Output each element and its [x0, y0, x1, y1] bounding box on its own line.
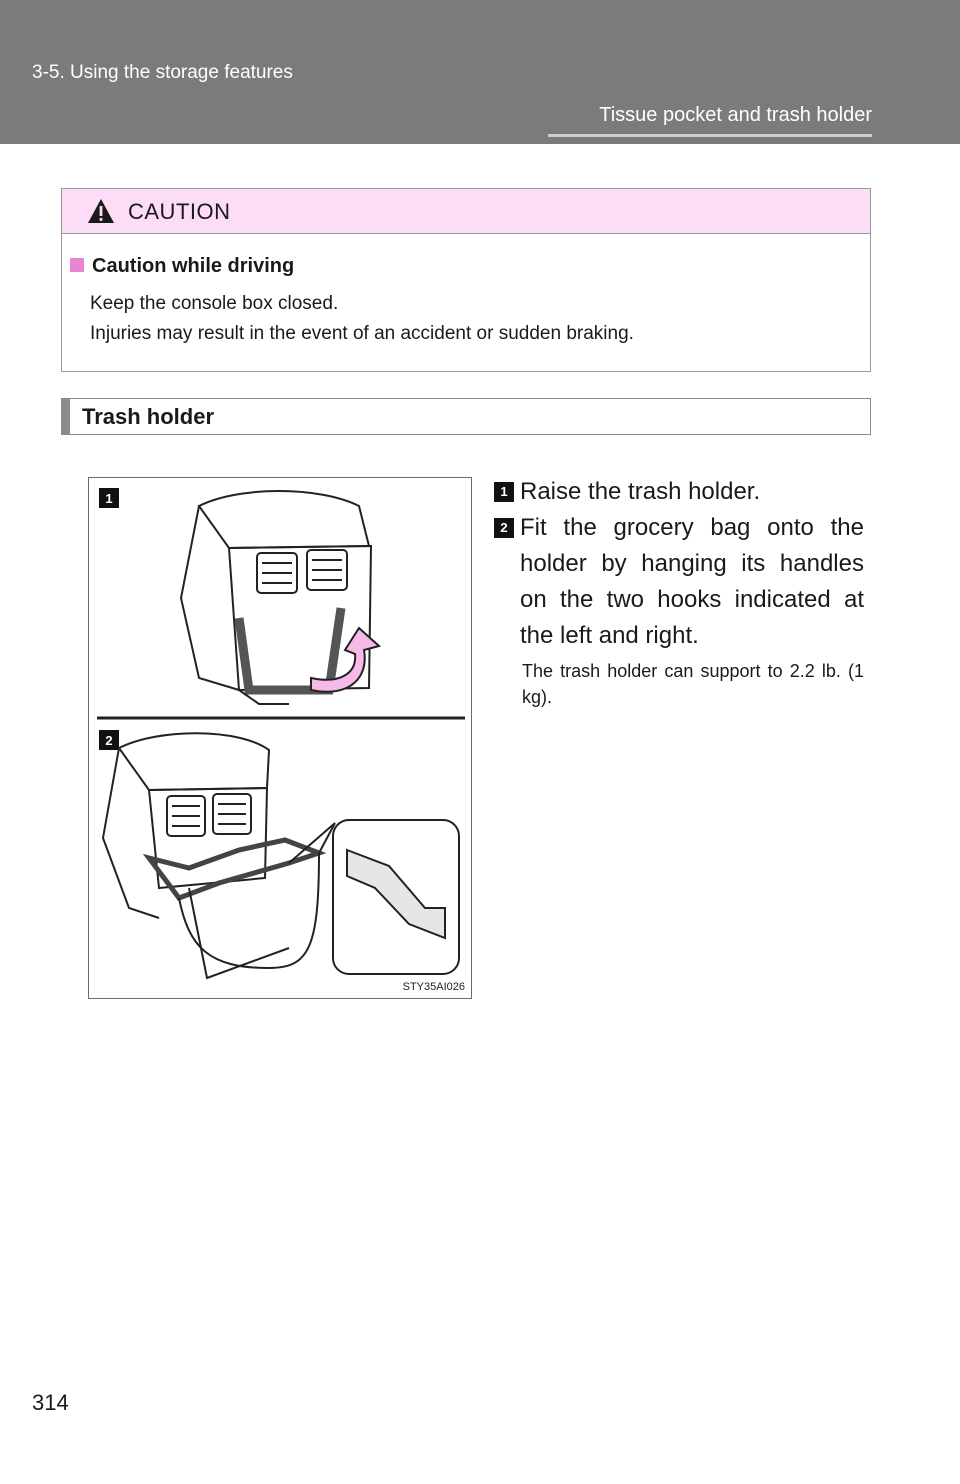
- header-title: Tissue pocket and trash holder: [599, 104, 872, 126]
- caution-subheading: Caution while driving: [70, 255, 294, 278]
- caution-box: CAUTION Caution while driving Keep the c…: [61, 188, 871, 372]
- section-label: 3-5. Using the storage features: [32, 62, 293, 83]
- heading-bar: [62, 399, 70, 434]
- step-1: 1 Raise the trash holder.: [494, 474, 864, 510]
- caution-line-2: Injuries may result in the event of an a…: [90, 323, 634, 344]
- trash-holder-illustration: 1 2 STY35AI: [88, 477, 472, 999]
- marker-1-box: [99, 488, 119, 508]
- capacity-note: The trash holder can support to 2.2 lb. …: [522, 661, 864, 707]
- step-1-number: 1: [494, 482, 514, 502]
- console-bottom-drawing: [101, 732, 460, 980]
- marker-1: 1: [105, 491, 112, 506]
- illustration-drawing: 1 2 STY35AI: [97, 488, 465, 993]
- figure-code: STY35AI026: [403, 981, 465, 993]
- section-heading-text: Trash holder: [82, 404, 215, 429]
- step-1-text: Raise the trash holder.: [520, 478, 761, 505]
- header-underline: [548, 134, 872, 137]
- console-top-drawing: [179, 490, 373, 705]
- section-heading: Trash holder: [61, 398, 871, 435]
- header-band: [0, 0, 960, 144]
- step-2-number: 2: [494, 518, 514, 538]
- marker-2: 2: [105, 733, 112, 748]
- warning-triangle-icon: [86, 197, 116, 230]
- step-2-text: Fit the grocery bag onto the holder by h…: [520, 514, 864, 649]
- caution-header: CAUTION: [62, 189, 870, 234]
- caution-line-1: Keep the console box closed.: [90, 293, 339, 314]
- step-2: 2 Fit the grocery bag onto the holder by…: [494, 510, 864, 654]
- page-number: 314: [32, 1390, 69, 1415]
- marker-2-box: [99, 730, 119, 750]
- caution-title: CAUTION: [128, 199, 231, 224]
- raise-arrow-icon: [310, 626, 382, 693]
- bullet-square-icon: [70, 258, 84, 272]
